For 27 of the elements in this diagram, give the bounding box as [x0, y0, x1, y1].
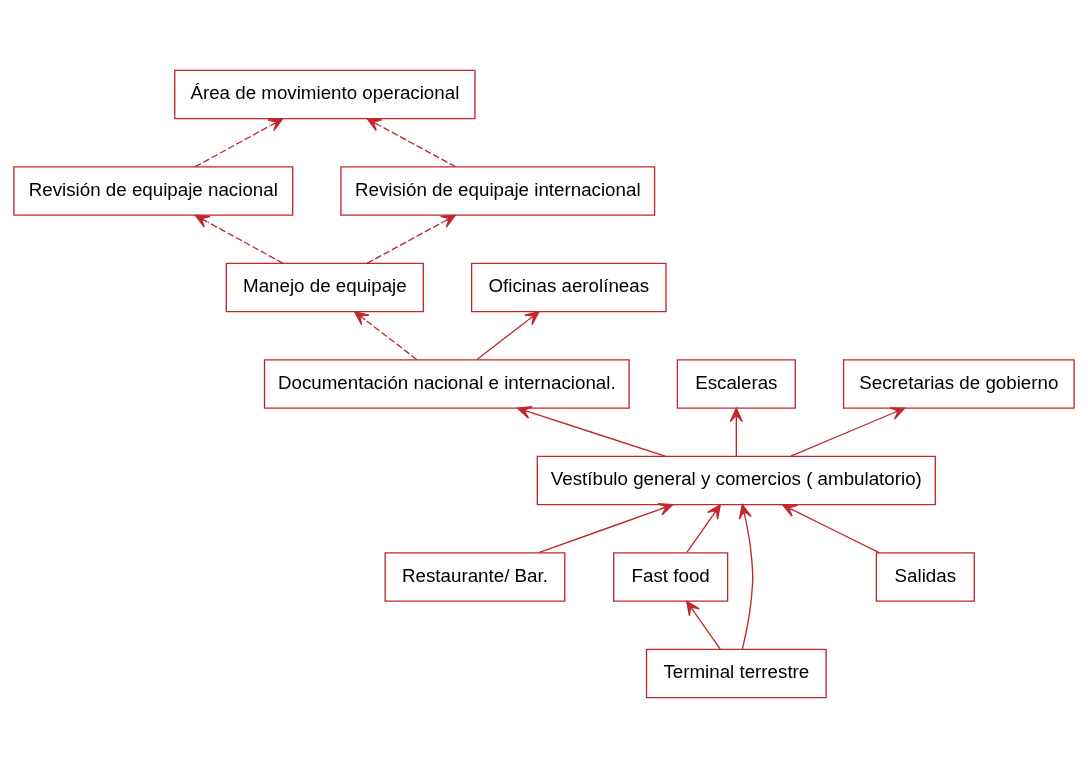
node-box: Área de movimiento operacional — [174, 69, 476, 119]
node-box: Restaurante/ Bar. — [384, 551, 566, 602]
arrow — [354, 310, 418, 360]
arrow — [476, 310, 540, 360]
node-box: Terminal terrestre — [645, 648, 827, 698]
node-box: Oficinas aerolíneas — [470, 262, 667, 312]
node-box: Documentación nacional e internacional. — [263, 358, 630, 409]
node-box: Secretarias de gobierno — [842, 358, 1075, 409]
arrow — [729, 407, 744, 457]
arrow — [366, 214, 456, 264]
node-box: Fast food — [613, 551, 729, 602]
arrow — [366, 117, 457, 167]
arrow — [738, 503, 754, 650]
node-box: Manejo de equipaje — [225, 262, 425, 312]
arrow — [194, 214, 284, 264]
node-box: Escaleras — [676, 358, 796, 409]
arrow — [782, 503, 880, 553]
node-box: Revisión de equipaje nacional — [13, 165, 294, 216]
arrow — [686, 600, 721, 650]
arrow — [790, 406, 906, 457]
node-box: Revisión de equipaje internacional — [340, 165, 656, 216]
node-box: Salidas — [875, 551, 975, 602]
arrow — [194, 117, 284, 167]
arrow — [686, 503, 721, 553]
arrow — [516, 405, 667, 457]
arrow — [538, 502, 674, 553]
node-box: Vestíbulo general y comercios ( ambulatorio) — [536, 455, 937, 505]
